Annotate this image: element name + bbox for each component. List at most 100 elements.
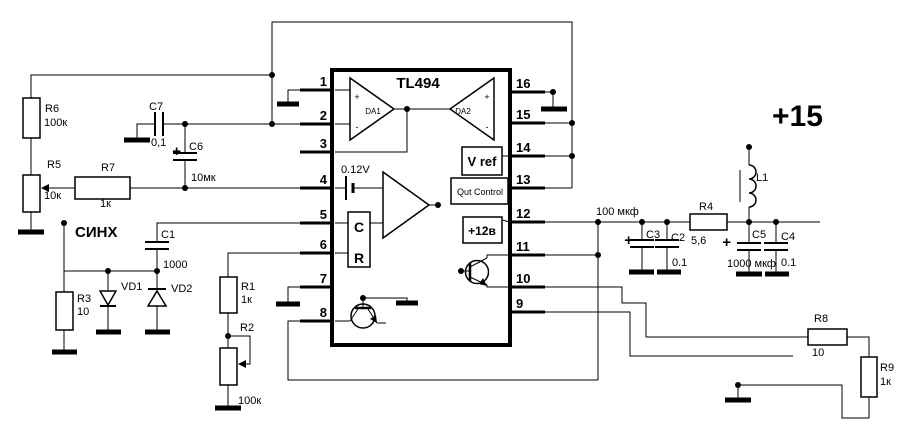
amp2-plus-label: + xyxy=(484,92,489,102)
resistor-r6 xyxy=(22,97,41,139)
junction-dot xyxy=(105,268,111,274)
label-c3-plus: + xyxy=(624,232,633,249)
potentiometer-r2 xyxy=(219,347,238,386)
junction-dot xyxy=(269,121,275,127)
vcc-cap-note-label: 100 мкф xyxy=(596,206,639,218)
pin-11-label: 11 xyxy=(516,239,530,254)
deadtime-battery xyxy=(345,176,355,200)
amp1-plus-label: + xyxy=(354,92,359,102)
label-r7-ref: R7 xyxy=(101,162,115,174)
error-amp2-triangle xyxy=(448,76,495,142)
osc-c-label: C xyxy=(354,219,364,235)
potentiometer-r5 xyxy=(22,174,41,213)
junction-dot xyxy=(639,219,645,225)
junction-dot xyxy=(225,333,231,339)
amp1-label: DA1 xyxy=(365,107,381,116)
v12-label: +12в xyxy=(468,224,496,238)
junction-dot xyxy=(664,219,670,225)
pin-13-label: 13 xyxy=(516,172,530,187)
label-r1-value: 1к xyxy=(241,294,252,306)
inductor-l1 xyxy=(739,164,757,208)
emitter-arrow-icon xyxy=(479,278,487,286)
oscillator-cr-box xyxy=(347,211,371,268)
label-r4-ref: R4 xyxy=(699,201,713,213)
label-c3-ref: C3 xyxy=(646,229,660,241)
label-vd2-ref: VD2 xyxy=(171,283,192,295)
osc-r-label: R xyxy=(354,250,364,266)
label-c2-ref: C2 xyxy=(671,232,685,244)
label-c1-ref: C1 xyxy=(161,229,175,241)
pin-stubs-left xyxy=(300,88,332,323)
out-control-label: Qut Control xyxy=(457,187,503,197)
ground-symbols xyxy=(18,101,789,411)
label-vd1-ref: VD1 xyxy=(121,281,142,293)
pin-2-label: 2 xyxy=(320,108,327,123)
pin-3-label: 3 xyxy=(320,136,327,151)
junction-dot xyxy=(269,72,275,78)
pin-15-label: 15 xyxy=(516,107,530,122)
resistor-r8 xyxy=(807,328,848,346)
junction-dot xyxy=(746,219,752,225)
label-r3-ref: R3 xyxy=(77,293,91,305)
label-r9-value: 1к xyxy=(880,376,891,388)
capacitor-plates xyxy=(145,112,788,251)
amp2-minus-label: - xyxy=(486,122,489,132)
pin-6-label: 6 xyxy=(320,237,327,252)
diode-vd2 xyxy=(146,288,168,307)
vref-box xyxy=(461,146,503,176)
junction-dot xyxy=(404,106,410,112)
label-c1-value: 1000 xyxy=(163,259,187,271)
label-r2-ref: R2 xyxy=(240,322,254,334)
label-c5-ref: C5 xyxy=(752,229,766,241)
amp2-label: DA2 xyxy=(455,107,471,116)
resistor-r7 xyxy=(74,176,131,200)
junction-dot xyxy=(746,144,752,150)
ic-title: TL494 xyxy=(396,75,440,92)
junction-dots xyxy=(61,72,779,388)
sync-net-label: СИНХ xyxy=(75,224,117,241)
label-c6-plus: + xyxy=(172,143,181,160)
junction-dot xyxy=(595,219,601,225)
out-control-box xyxy=(450,177,509,205)
pin-12-label: 12 xyxy=(516,206,530,221)
junction-dot xyxy=(569,120,575,126)
label-c2-value: 0.1 xyxy=(672,257,687,269)
junction-dot xyxy=(61,220,67,226)
vref-label: V ref xyxy=(468,154,498,169)
deadtime-voltage-label: 0.12V xyxy=(341,164,370,176)
label-r4-value: 5,6 xyxy=(691,235,706,247)
pin-1-label: 1 xyxy=(320,74,327,89)
junction-dot xyxy=(182,185,188,191)
component-labels: R6 100к R5 10к R7 1к C7 0,1 + C6 10мк СИ… xyxy=(44,100,894,407)
wiper-arrow-r5-icon xyxy=(41,184,49,192)
label-c4-ref: C4 xyxy=(781,231,795,243)
junction-dot xyxy=(550,89,556,95)
wire-right xyxy=(545,91,870,419)
junction-dot xyxy=(435,202,441,208)
junction-dot xyxy=(595,252,601,258)
emitter-arrow-icon xyxy=(370,315,377,323)
label-l1-ref: L1 xyxy=(756,172,768,184)
label-c4-value: 0.1 xyxy=(781,257,796,269)
supply-label: +15 xyxy=(772,100,823,133)
diode-vd1 xyxy=(98,290,118,307)
pin-numbers: 1 2 3 4 5 6 7 8 16 15 14 13 12 11 10 9 xyxy=(320,74,531,320)
label-r9-ref: R9 xyxy=(880,362,894,374)
pin-5-label: 5 xyxy=(320,207,327,222)
label-r3-value: 10 xyxy=(77,306,89,318)
junction-dot xyxy=(154,268,160,274)
comparator-triangle xyxy=(382,170,431,240)
label-c6-ref: C6 xyxy=(189,141,203,153)
pin-8-label: 8 xyxy=(320,305,327,320)
label-c6-value: 10мк xyxy=(191,172,216,184)
label-c7-ref: C7 xyxy=(149,101,163,113)
v12-box xyxy=(462,216,503,244)
pin-4-label: 4 xyxy=(320,172,328,187)
label-c5-value: 1000 мкф xyxy=(727,258,776,270)
transistor-q1 xyxy=(350,303,377,329)
label-c5-plus: + xyxy=(722,234,731,251)
label-r1-ref: R1 xyxy=(241,281,255,293)
junction-dot xyxy=(360,295,366,301)
error-amp1-triangle xyxy=(349,76,396,142)
